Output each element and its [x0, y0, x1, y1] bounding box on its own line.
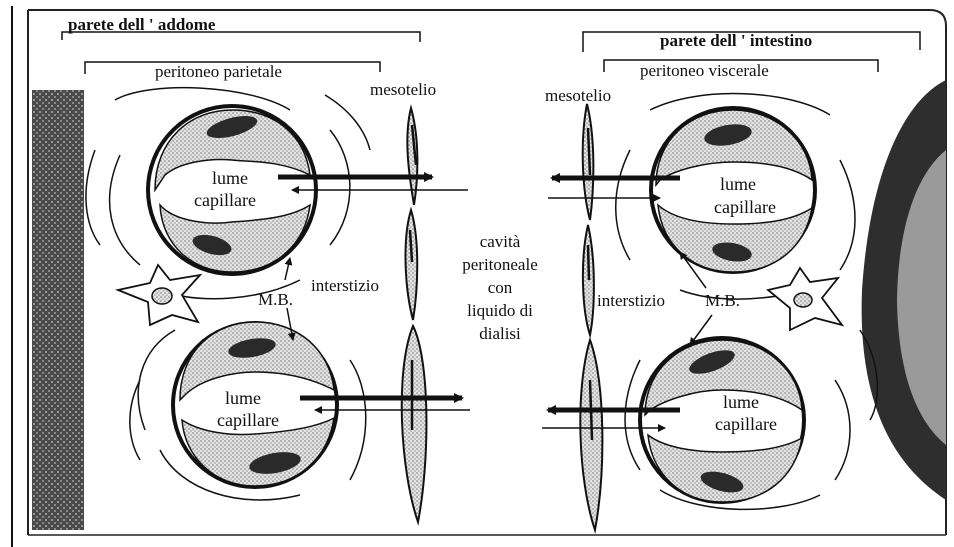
cavity-line-3: con [488, 278, 513, 297]
abdominal-wall-strip [32, 90, 84, 530]
label-mesotelio-right: mesotelio [545, 86, 611, 105]
label-lume-br: lume [723, 392, 759, 412]
label-peritoneo-parietale: peritoneo parietale [155, 62, 282, 81]
cavity-line-4: liquido di [467, 301, 533, 320]
cavity-line-1: cavità [480, 232, 521, 251]
capillary-bottom-right: lume capillare [640, 338, 804, 502]
label-mb-left: M.B. [258, 290, 293, 309]
label-lume-bl: lume [225, 388, 261, 408]
label-interstizio-right: interstizio [597, 291, 665, 310]
capillary-top-left: lume capillare [148, 106, 316, 274]
label-capillare-tr: capillare [714, 197, 776, 217]
cavity-line-2: peritoneale [462, 255, 538, 274]
label-parete-intestino: parete dell ' intestino [660, 31, 812, 50]
label-capillare-tl: capillare [194, 190, 256, 210]
label-lume-tl: lume [212, 168, 248, 188]
label-mb-right: M.B. [705, 291, 740, 310]
label-capillare-br: capillare [715, 414, 777, 434]
label-interstizio-left: interstizio [311, 276, 379, 295]
capillary-bottom-left: lume capillare [173, 322, 337, 487]
label-lume-tr: lume [720, 174, 756, 194]
label-mesotelio-left: mesotelio [370, 80, 436, 99]
capillary-top-right: lume capillare [651, 108, 815, 272]
cavity-line-5: dialisi [479, 324, 521, 343]
label-peritoneo-viscerale: peritoneo viscerale [640, 61, 769, 80]
label-parete-addome: parete dell ' addome [68, 15, 216, 34]
label-capillare-bl: capillare [217, 410, 279, 430]
